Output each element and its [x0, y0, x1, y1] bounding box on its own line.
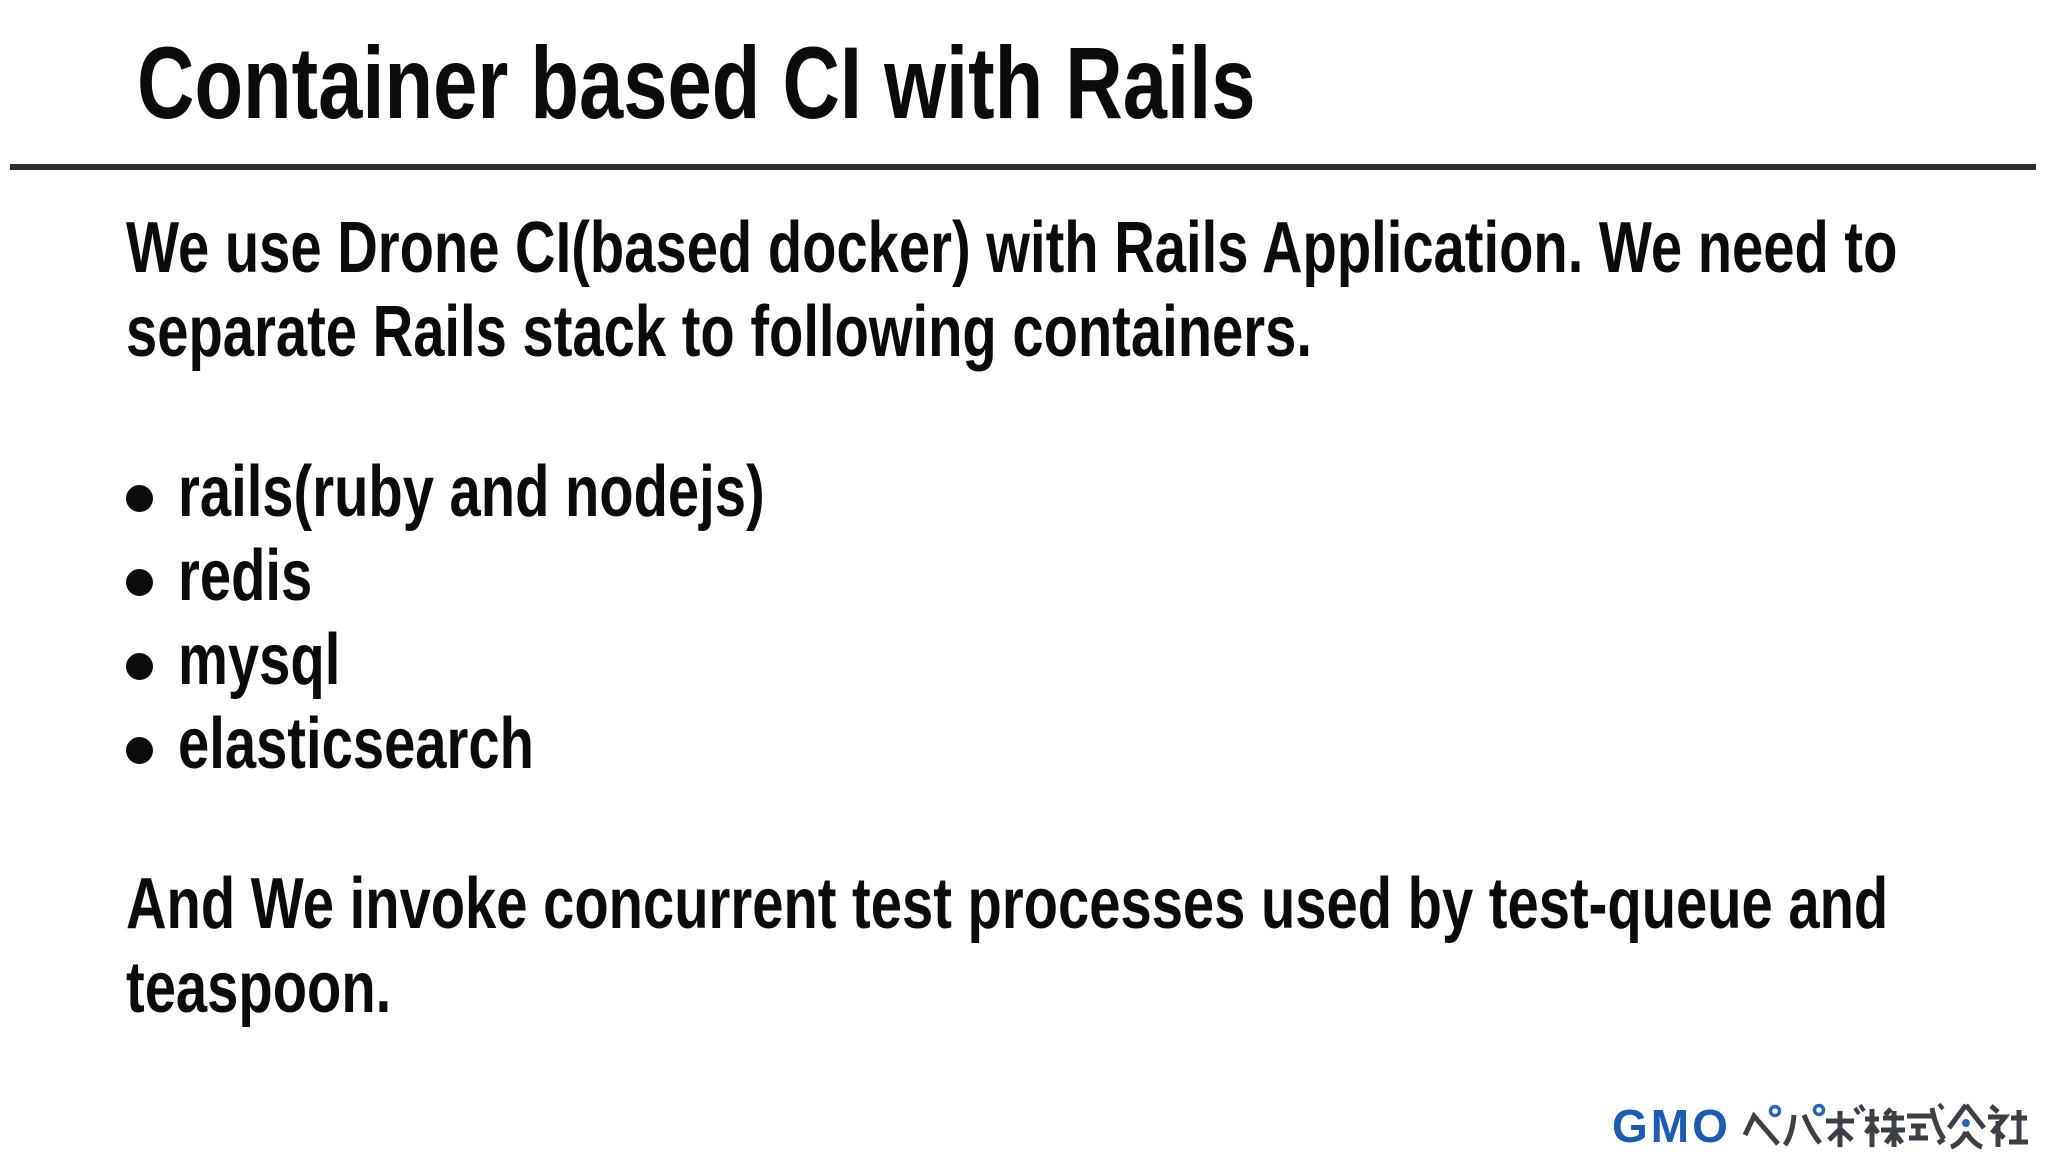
outro-line-1: And We invoke concurrent test processes …	[126, 864, 1889, 944]
bullet-icon	[126, 569, 153, 596]
pepabo-company-name-icon	[1742, 1102, 2028, 1150]
list-item: elasticsearch	[126, 702, 2048, 786]
intro-line-1: We use Drone CI(based docker) with Rails…	[126, 208, 1898, 288]
list-item-label: redis	[178, 536, 313, 616]
list-item-label: mysql	[178, 620, 341, 700]
list-item-label: rails(ruby and nodejs)	[178, 452, 765, 532]
bullet-icon	[126, 737, 153, 764]
title-divider	[10, 164, 2036, 170]
bullet-icon	[126, 653, 153, 680]
list-item: redis	[126, 534, 2048, 618]
list-item-label: elasticsearch	[178, 704, 534, 784]
list-item: rails(ruby and nodejs)	[126, 450, 2048, 534]
intro-line-2: separate Rails stack to following contai…	[126, 292, 1312, 372]
container-list: rails(ruby and nodejs) redis mysql elast…	[126, 450, 2048, 786]
slide-body: We use Drone CI(based docker) with Rails…	[126, 206, 2048, 1030]
outro-line-2: teaspoon.	[126, 948, 392, 1028]
bullet-icon	[126, 485, 153, 512]
list-item: mysql	[126, 618, 2048, 702]
page-title: Container based CI with Rails	[137, 26, 1256, 140]
gmo-logo-text: GMO	[1612, 1100, 1731, 1152]
gmo-pepabo-logo: GMO ペパボ株式会社	[1612, 1102, 2028, 1150]
